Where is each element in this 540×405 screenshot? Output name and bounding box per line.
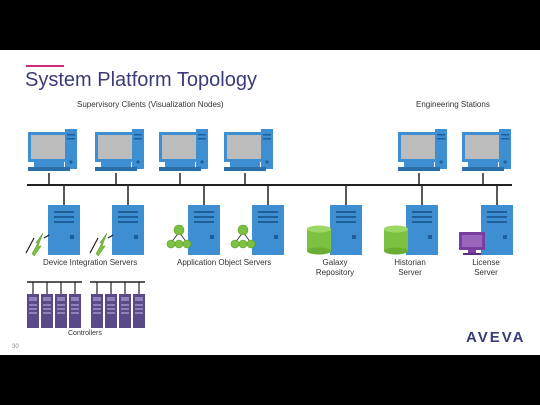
supervisory-client-monitor-icon	[159, 129, 208, 171]
topology-diagram	[25, 129, 513, 328]
object-cluster-icon	[166, 224, 192, 249]
galaxy-repository-label-line: Galaxy	[322, 258, 348, 267]
controller-cabinet-icon	[133, 294, 145, 328]
supervisory-clients-heading: Supervisory Clients (Visualization Nodes…	[77, 100, 224, 109]
application-object-server-icon	[252, 205, 284, 255]
controller-cabinet-icon	[27, 294, 39, 328]
license-monitor-icon	[459, 232, 485, 255]
license-server-label-line: License	[472, 258, 500, 267]
title-accent-line	[26, 65, 64, 67]
device-integration-server-icon	[112, 205, 144, 255]
aveva-logo: AVEVA	[466, 329, 526, 346]
page-title: System Platform Topology	[25, 69, 257, 91]
historian-server-label-line: Server	[398, 268, 422, 277]
supervisory-client-monitor-icon	[224, 129, 273, 171]
controllers-label: Controllers	[68, 330, 102, 337]
device-integration-servers-label: Device Integration Servers	[43, 258, 138, 267]
engineering-stations-heading: Engineering Stations	[416, 100, 490, 109]
historian-server-label: Historian Server	[380, 258, 440, 278]
device-integration-server-icon	[48, 205, 80, 255]
controller-cabinet-icon	[55, 294, 67, 328]
license-server-label: License Server	[456, 258, 516, 278]
device-connector-icon	[89, 232, 114, 257]
license-server-label-line: Server	[474, 268, 498, 277]
controller-cabinet-icon	[91, 294, 103, 328]
application-object-servers-label: Application Object Servers	[177, 258, 272, 267]
slide: System Platform Topology Supervisory Cli…	[0, 50, 540, 355]
controller-cabinet-icon	[119, 294, 131, 328]
device-connector-icon	[25, 232, 50, 257]
database-cylinder-icon	[384, 225, 408, 255]
page-number: 30	[12, 344, 19, 350]
supervisory-client-monitor-icon	[28, 129, 77, 171]
object-cluster-icon	[230, 224, 256, 249]
database-cylinder-icon	[307, 225, 331, 255]
historian-server-label-line: Historian	[394, 258, 426, 267]
historian-server-icon	[406, 205, 438, 255]
engineering-station-monitor-icon	[462, 129, 511, 171]
license-server-icon	[481, 205, 513, 255]
controller-cabinet-icon	[41, 294, 53, 328]
galaxy-repository-label-line: Repository	[315, 268, 355, 277]
controller-cabinet-icon	[69, 294, 81, 328]
controller-cabinet-icon	[105, 294, 117, 328]
supervisory-client-monitor-icon	[95, 129, 144, 171]
application-object-server-icon	[188, 205, 220, 255]
galaxy-repository-label: Galaxy Repository	[305, 258, 365, 278]
engineering-station-monitor-icon	[398, 129, 447, 171]
galaxy-repository-server-icon	[330, 205, 362, 255]
